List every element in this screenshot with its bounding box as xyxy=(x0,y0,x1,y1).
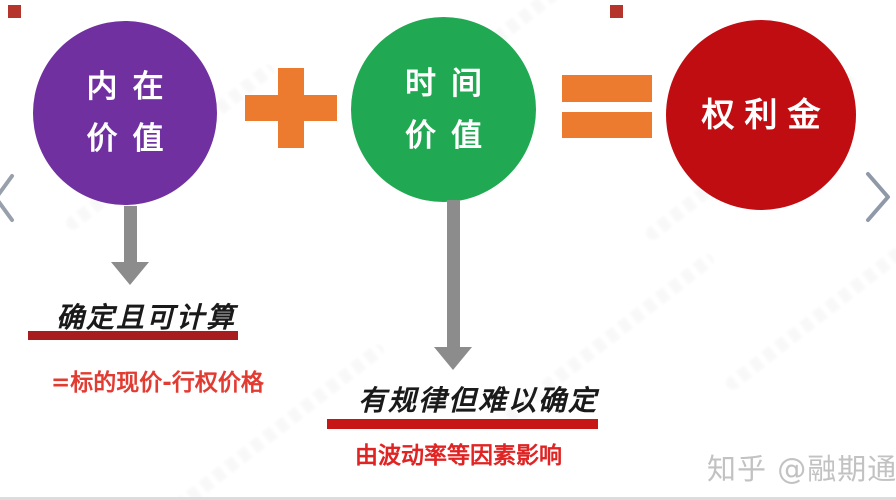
bottom-edge-strip xyxy=(0,497,896,500)
down-arrow xyxy=(447,200,460,348)
time-note-underline xyxy=(327,419,598,429)
down-arrow xyxy=(124,206,137,263)
time-note-formula: 由波动率等因素影响 xyxy=(355,443,562,469)
prev-arrow-icon[interactable] xyxy=(0,172,16,224)
zhihu-author-watermark: 知乎 @融期通 xyxy=(707,452,896,486)
equals-icon xyxy=(562,75,652,102)
time-note-title: 有规律但难以确定 xyxy=(358,384,599,417)
watermark-streak xyxy=(723,221,896,393)
premium-circle: 权利金 xyxy=(666,20,856,210)
circle-text-line: 权利金 xyxy=(701,95,831,134)
red-corner-mark xyxy=(610,5,623,18)
next-arrow-icon[interactable] xyxy=(862,168,892,226)
red-corner-mark xyxy=(8,5,21,18)
time-value-circle: 时间 价值 xyxy=(351,17,536,202)
circle-text-line: 价值 xyxy=(405,117,497,154)
intrinsic-note-formula: =标的现价-行权价格 xyxy=(51,370,264,396)
circle-text-line: 内在 xyxy=(86,69,179,105)
plus-icon xyxy=(245,95,337,121)
intrinsic-note-title: 确定且可计算 xyxy=(56,301,237,334)
down-arrow-head xyxy=(434,347,472,370)
equals-icon xyxy=(562,112,652,138)
down-arrow-head xyxy=(111,262,149,285)
intrinsic-note-underline xyxy=(28,331,238,340)
circle-text-line: 时间 xyxy=(405,65,497,102)
circle-text-line: 价值 xyxy=(86,121,179,157)
intrinsic-value-circle: 内在 价值 xyxy=(33,21,217,205)
